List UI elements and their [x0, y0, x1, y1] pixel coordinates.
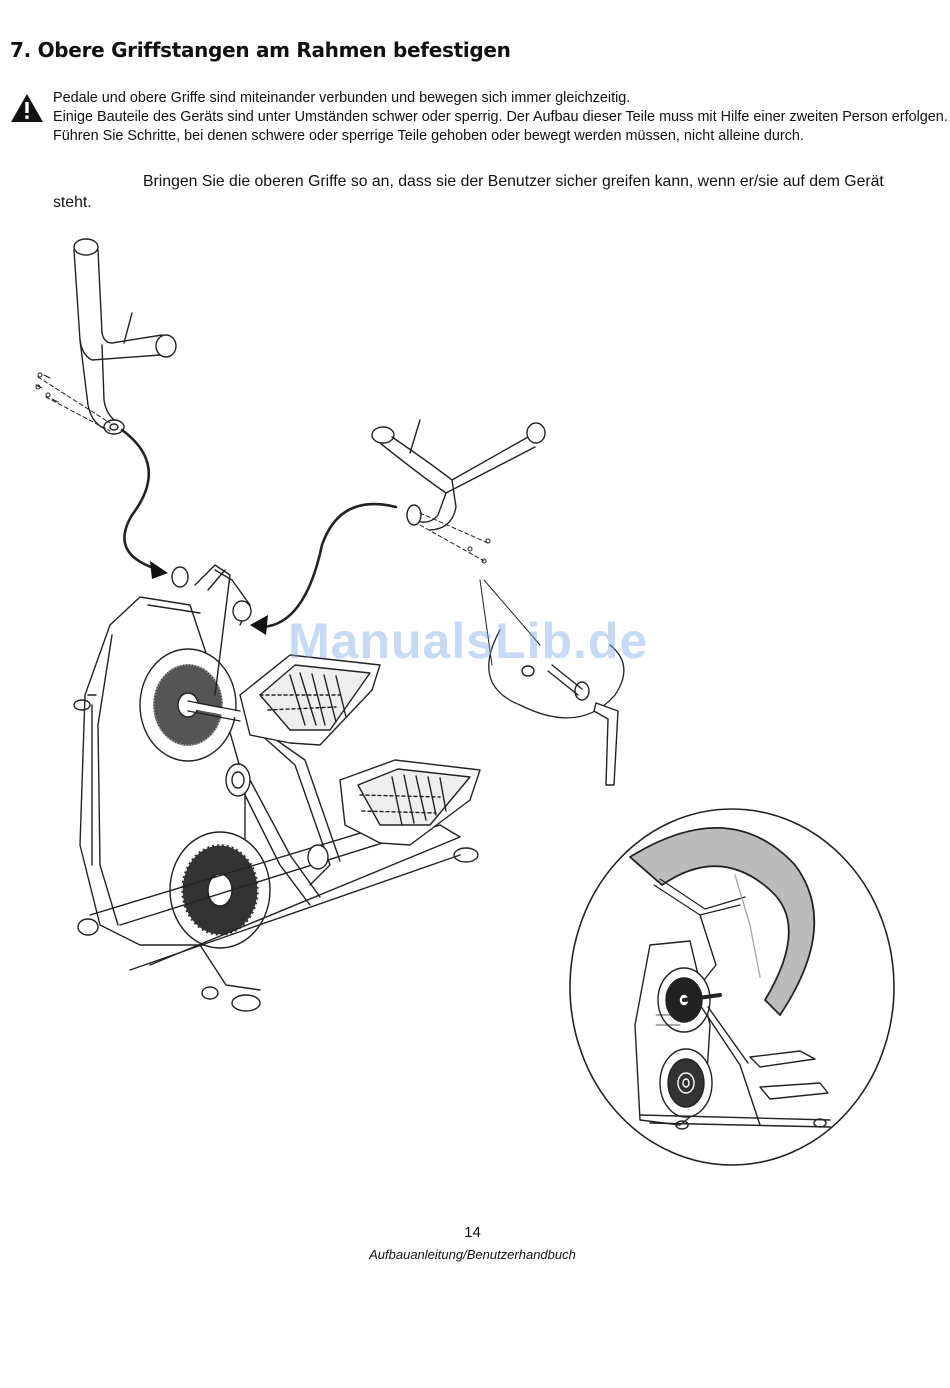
- page-number: 14: [464, 1224, 481, 1241]
- warning-line: Pedale und obere Griffe sind miteinander…: [53, 90, 631, 106]
- left-assembly-arrow: [120, 428, 162, 572]
- left-handlebar: [73, 238, 177, 435]
- section-heading: 7. Obere Griffstangen am Rahmen befestig…: [10, 38, 511, 62]
- instruction-text: Bringen Sie die oberen Griffe so an, das…: [53, 171, 913, 213]
- instruction-sentence: Bringen Sie die oberen Griffe so an, das…: [53, 173, 884, 211]
- warning-line: Einige Bauteile des Geräts sind unter Um…: [53, 109, 948, 125]
- allen-key-icon: [593, 702, 619, 786]
- washer-icon: [521, 665, 535, 677]
- right-assembly-arrow: [260, 502, 398, 629]
- section-title: Obere Griffstangen am Rahmen befestigen: [37, 38, 511, 62]
- elliptical-machine: [73, 564, 481, 1012]
- warning-text: Pedale und obere Griffe sind miteinander…: [53, 89, 948, 146]
- section-number: 7.: [10, 38, 31, 62]
- warning-line: Führen Sie Schritte, bei denen schwere o…: [53, 128, 804, 144]
- motion-inset: [569, 808, 895, 1166]
- motion-arc: [629, 826, 816, 1016]
- assembly-illustration: [35, 238, 895, 1166]
- warning-triangle-icon: [11, 94, 43, 122]
- hardware-callout: [488, 629, 625, 719]
- right-screws: [419, 512, 491, 564]
- watermark: ManualsLib.de: [288, 613, 649, 669]
- left-screws: [35, 372, 111, 432]
- right-handlebar: [371, 419, 546, 531]
- page-footer: Aufbauanleitung/Benutzerhandbuch: [369, 1247, 576, 1262]
